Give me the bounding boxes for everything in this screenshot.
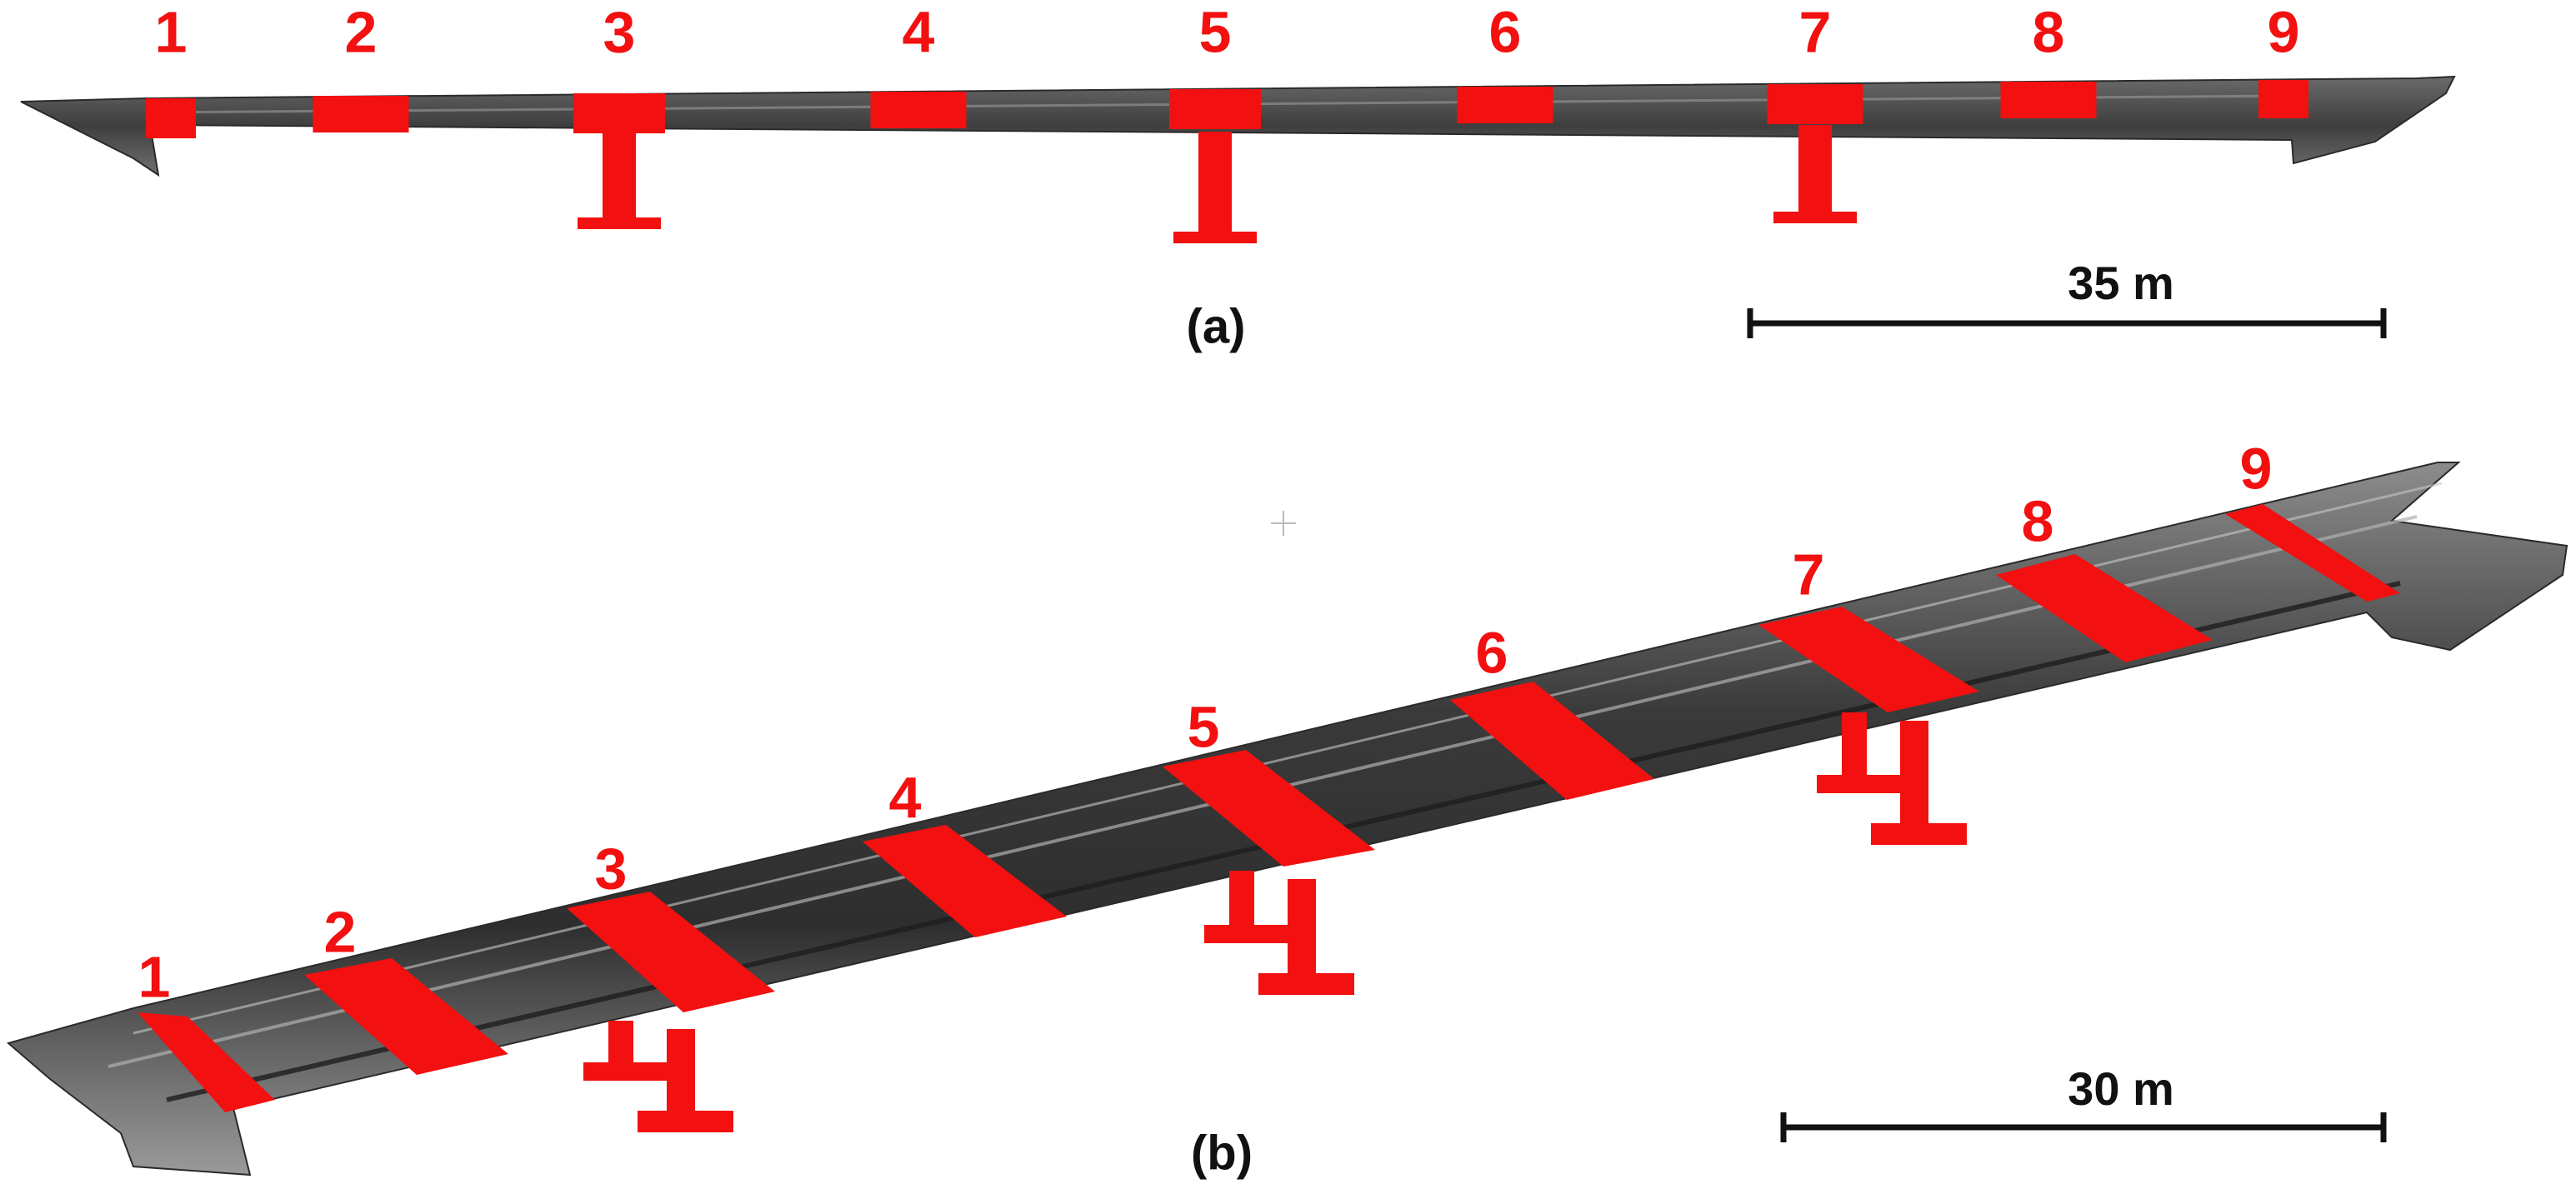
caption-b: (b) — [1191, 1126, 1253, 1180]
panel-a-piers — [578, 125, 1857, 243]
panel-b-section-numbers: 1 2 3 4 5 6 7 8 9 — [138, 436, 2273, 1009]
pier-b-left-base-3 — [1817, 775, 1900, 793]
section-number-a-4: 4 — [903, 0, 935, 64]
section-block-a-9 — [2258, 80, 2308, 118]
section-number-b-2: 2 — [324, 899, 357, 964]
section-block-b-9 — [2225, 504, 2400, 602]
section-number-b-5: 5 — [1188, 694, 1220, 759]
section-block-b-8 — [1996, 554, 2213, 662]
section-number-a-5: 5 — [1199, 0, 1232, 64]
scale-label-b: 30 m — [2068, 1062, 2174, 1115]
pier-a-3 — [1798, 125, 1832, 215]
section-block-a-7 — [1767, 84, 1863, 124]
section-number-b-7: 7 — [1793, 542, 1825, 607]
pier-b-right-1 — [667, 1029, 695, 1112]
section-number-b-4: 4 — [889, 765, 922, 830]
section-number-b-8: 8 — [2022, 488, 2054, 553]
panel-b-piers — [583, 712, 1967, 1132]
section-block-a-8 — [2000, 82, 2097, 118]
section-number-b-3: 3 — [595, 836, 628, 901]
section-block-b-6 — [1450, 682, 1654, 800]
section-block-a-1 — [146, 98, 196, 138]
panel-a-section-blocks — [146, 80, 2308, 138]
pier-b-right-base-3 — [1871, 823, 1967, 845]
section-number-a-6: 6 — [1489, 0, 1522, 64]
section-block-a-4 — [870, 92, 967, 128]
section-number-a-8: 8 — [2033, 0, 2065, 64]
scale-bar-a: 35 m — [1747, 257, 2387, 338]
section-number-a-1: 1 — [155, 0, 188, 64]
pier-b-right-3 — [1900, 721, 1928, 825]
section-block-b-4 — [863, 825, 1067, 937]
section-block-b-1 — [138, 1012, 275, 1112]
caption-a: (a) — [1187, 299, 1246, 353]
panel-a: 1 2 3 4 5 6 7 8 9 35 m (a) — [20, 0, 2456, 353]
panel-b-section-blocks — [138, 504, 2400, 1112]
panel-b: 1 2 3 4 5 6 7 8 9 30 m (b) — [6, 436, 2568, 1180]
section-number-a-7: 7 — [1799, 0, 1832, 64]
section-block-a-5 — [1169, 89, 1261, 129]
section-number-b-9: 9 — [2240, 436, 2273, 501]
section-number-a-9: 9 — [2268, 0, 2300, 64]
crosshair-marker — [1271, 511, 1296, 536]
pier-base-a-3 — [1773, 212, 1857, 223]
panel-a-section-numbers: 1 2 3 4 5 6 7 8 9 — [155, 0, 2300, 64]
section-block-b-2 — [304, 958, 508, 1075]
section-block-b-7 — [1758, 607, 1979, 712]
pier-b-right-base-1 — [638, 1111, 733, 1132]
section-block-a-3 — [573, 93, 665, 133]
section-block-b-5 — [1163, 750, 1375, 867]
pier-b-left-3 — [1842, 712, 1867, 783]
pier-a-1 — [603, 133, 636, 221]
section-number-a-3: 3 — [603, 0, 636, 64]
pier-b-right-base-2 — [1258, 973, 1354, 995]
section-block-a-6 — [1457, 87, 1553, 123]
pier-b-left-base-1 — [583, 1062, 667, 1081]
section-number-b-6: 6 — [1476, 620, 1508, 685]
pier-a-2 — [1198, 132, 1232, 235]
pier-b-right-2 — [1288, 879, 1316, 975]
pier-base-a-1 — [578, 217, 661, 229]
section-number-b-1: 1 — [138, 944, 171, 1009]
section-block-a-2 — [313, 96, 409, 132]
section-block-b-3 — [567, 892, 775, 1012]
pier-b-left-2 — [1229, 871, 1254, 933]
section-number-a-2: 2 — [345, 0, 378, 64]
scale-label-a: 35 m — [2068, 257, 2174, 309]
scale-bar-b: 30 m — [1780, 1062, 2387, 1142]
pier-b-left-base-2 — [1204, 925, 1288, 943]
pier-base-a-2 — [1173, 232, 1257, 243]
